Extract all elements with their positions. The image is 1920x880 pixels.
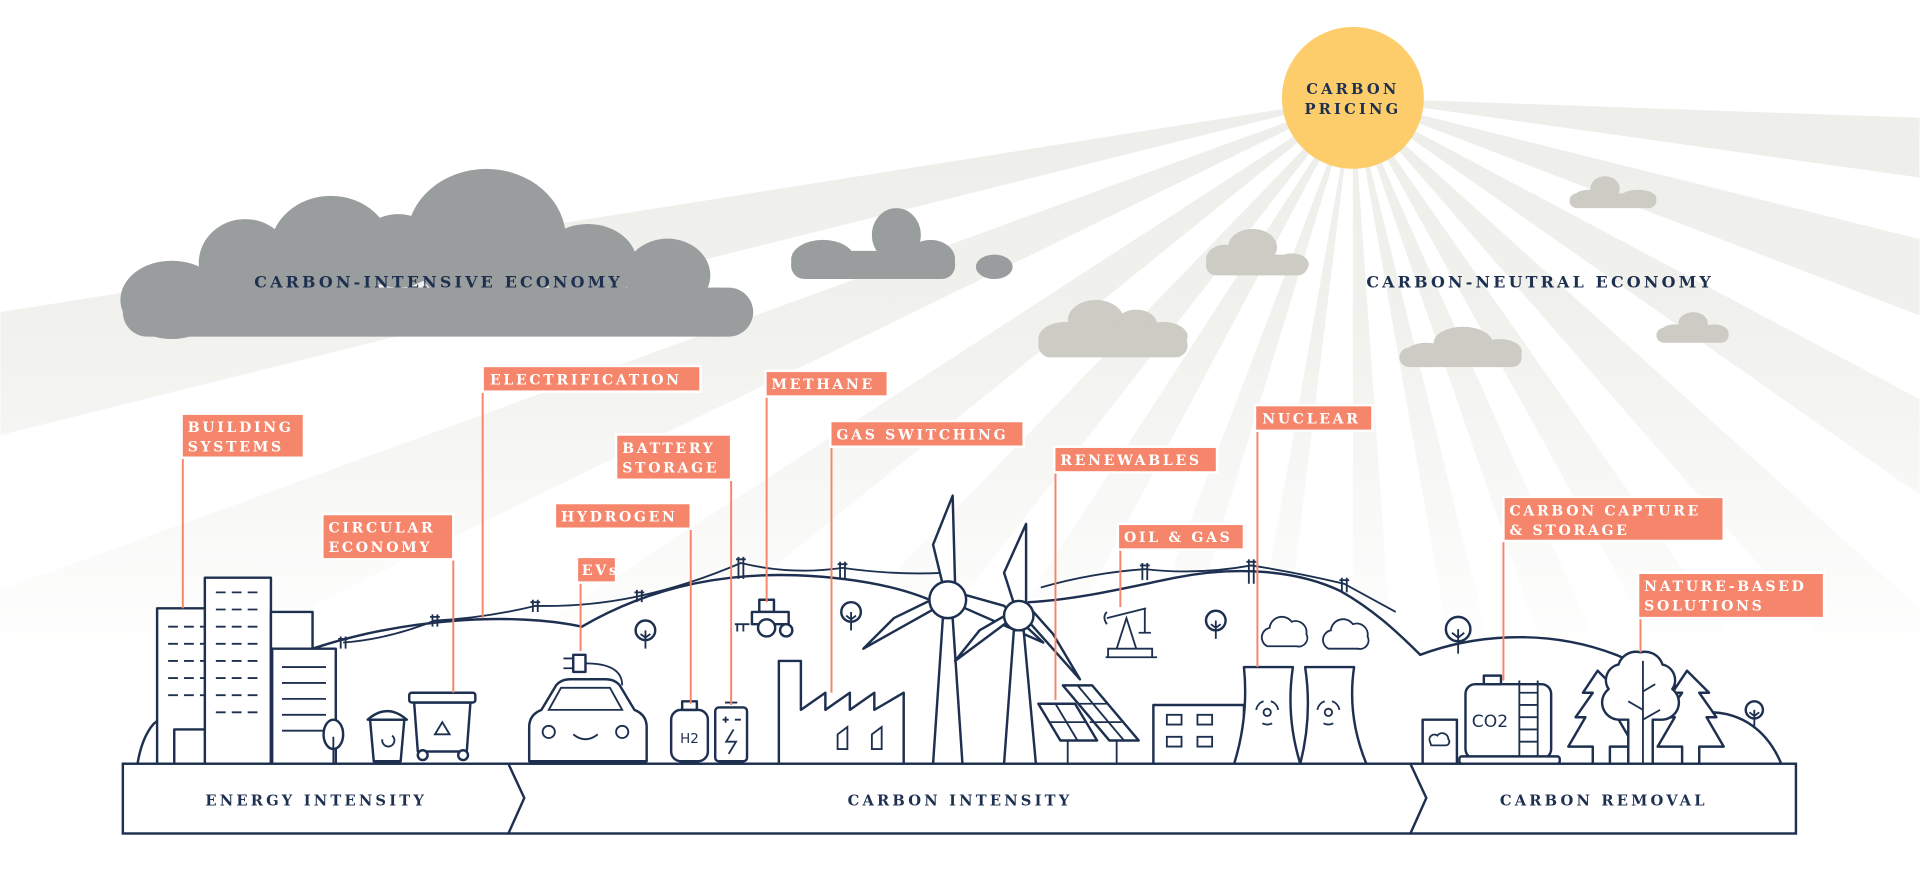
label-text: GAS SWITCHING <box>836 427 1008 443</box>
steam-cloud-icon <box>1322 618 1370 650</box>
label-methane: METHANE <box>764 369 890 603</box>
label-text: ELECTRIFICATION <box>490 372 682 388</box>
steam-cloud-icon <box>1260 615 1309 648</box>
light-cloud <box>1656 312 1729 343</box>
label-hydrogen: HYDROGEN <box>553 501 692 704</box>
stage-carbon-removal: CARBON REMOVAL <box>1500 792 1708 809</box>
sun-label-line2: PRICING <box>1304 101 1401 118</box>
stage-energy-intensity: ENERGY INTENSITY <box>205 792 427 809</box>
dark-cloud-small <box>791 208 956 280</box>
battery-icon <box>713 701 749 763</box>
label-building-systems: BUILDING SYSTEMS <box>180 412 306 609</box>
label-oil-gas: OIL & GAS <box>1116 522 1246 608</box>
h2-label: H2 <box>680 732 699 747</box>
label-text: RENEWABLES <box>1060 453 1201 469</box>
light-cloud <box>1206 228 1309 276</box>
hill-trees <box>634 600 1765 729</box>
tree-icon <box>1444 615 1472 654</box>
label-text: CARBON CAPTURE <box>1510 503 1701 519</box>
co2-tank-icon: CO2 <box>1458 674 1561 765</box>
light-cloud <box>1569 176 1657 209</box>
factory-icon <box>777 659 905 765</box>
power-poles <box>338 556 1350 649</box>
label-circular-economy: CIRCULAR ECONOMY <box>321 512 455 693</box>
label-text: HYDROGEN <box>561 509 678 525</box>
storage-barrel-icon <box>1421 718 1459 765</box>
tree-icon <box>322 718 345 764</box>
radiation-icon <box>1255 700 1280 726</box>
forest-icon <box>1567 650 1725 765</box>
label-text: STORAGE <box>622 460 719 476</box>
dark-cloud-tiny <box>975 254 1013 280</box>
label-text: BUILDING <box>188 420 294 436</box>
wind-turbine-icon <box>953 522 1082 765</box>
label-nuclear: NUCLEAR <box>1253 403 1374 668</box>
label-text: OIL & GAS <box>1124 530 1233 546</box>
label-carbon-capture-storage: CARBON CAPTURE & STORAGE <box>1502 495 1725 681</box>
label-text: & STORAGE <box>1510 523 1630 539</box>
light-cloud <box>1399 326 1522 368</box>
label-renewables: RENEWABLES <box>1053 445 1219 701</box>
carbon-neutral-economy-title: CARBON-NEUTRAL ECONOMY <box>1366 273 1714 292</box>
label-evs: EVs <box>575 555 620 652</box>
tree-icon <box>1744 700 1765 729</box>
sun-ray <box>1352 97 1920 178</box>
light-cloud <box>1038 299 1188 358</box>
stage-carbon-intensity: CARBON INTENSITY <box>848 792 1073 809</box>
hydrogen-tank-icon: H2 <box>669 700 710 763</box>
compost-bin-icon <box>366 709 409 763</box>
nuclear-cooling-towers-icon <box>1232 615 1370 765</box>
tree-icon <box>1204 609 1227 639</box>
label-text: NATURE-BASED <box>1644 579 1806 595</box>
carbon-intensive-economy-title: CARBON-INTENSIVE ECONOMY <box>254 273 623 292</box>
label-nature-based-solutions: NATURE-BASED SOLUTIONS <box>1636 571 1826 653</box>
tractor-icon <box>734 598 794 638</box>
recycling-bin-icon <box>408 691 477 762</box>
label-text: EVs <box>582 563 620 579</box>
dark-clouds: CARBON-INTENSIVE ECONOMY <box>120 168 1013 340</box>
sun-label-line1: CARBON <box>1306 81 1399 98</box>
label-text: METHANE <box>772 377 875 393</box>
power-lines <box>338 556 1397 649</box>
stage-bar: ENERGY INTENSITY CARBON INTENSITY CARBON… <box>121 762 1798 835</box>
label-text: CIRCULAR <box>328 520 435 536</box>
electric-car-icon <box>527 653 648 767</box>
tree-icon <box>634 619 657 649</box>
label-text: ECONOMY <box>328 540 432 556</box>
big-dark-cloud <box>120 168 754 340</box>
low-building-icon <box>1152 703 1246 765</box>
label-gas-switching: GAS SWITCHING <box>829 419 1025 693</box>
plug-icon <box>563 653 624 686</box>
label-text: SYSTEMS <box>188 440 284 456</box>
oil-pump-icon <box>1103 607 1158 659</box>
label-electrification: ELECTRIFICATION <box>481 364 702 619</box>
co2-label: CO2 <box>1472 712 1508 732</box>
label-battery-storage: BATTERY STORAGE <box>614 433 733 705</box>
tree-icon <box>840 600 863 631</box>
light-clouds <box>1038 176 1729 368</box>
sun-ray <box>1352 97 1920 495</box>
label-text: SOLUTIONS <box>1644 599 1764 615</box>
label-text: NUCLEAR <box>1262 411 1360 427</box>
solar-panels-icon <box>1037 684 1140 763</box>
sun-ray <box>1214 97 1353 880</box>
carbon-pricing-sun: CARBON PRICING <box>1281 26 1424 169</box>
callout-labels: BUILDING SYSTEMS CIRCULAR ECONOMY ELECTRIF… <box>180 364 1826 705</box>
radiation-icon <box>1316 700 1341 726</box>
label-text: BATTERY <box>622 441 715 457</box>
